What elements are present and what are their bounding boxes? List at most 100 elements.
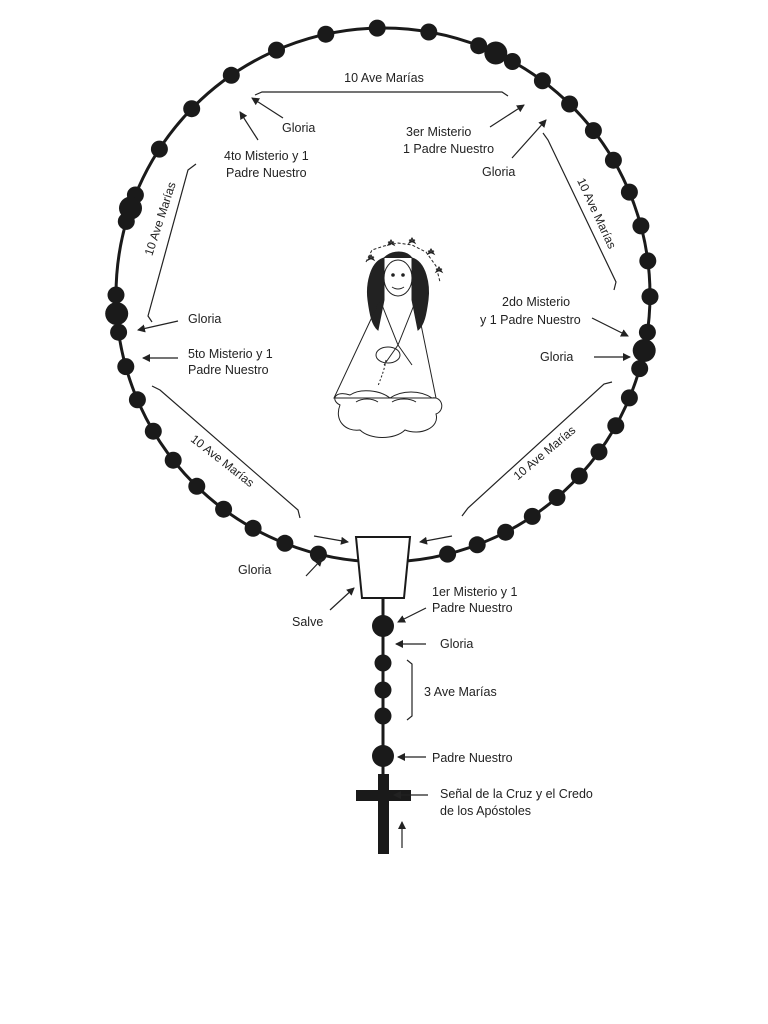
pendant-bead-padre-nuestro xyxy=(372,745,394,767)
arrow-gloria-5 xyxy=(137,320,179,333)
label-gloria-1: Gloria xyxy=(238,563,271,577)
loop-bead-ave xyxy=(188,477,206,495)
label-three-ave: 3 Ave Marías xyxy=(424,685,497,699)
arrow-salve xyxy=(329,587,355,611)
brace-left-upper-ave xyxy=(147,163,197,323)
loop-bead-ave xyxy=(150,140,168,158)
loop-bead-ave xyxy=(631,360,649,378)
loop-beads xyxy=(105,19,659,563)
label-misterio-5-line1: 5to Misterio y 1 xyxy=(188,347,273,361)
loop-bead-ave xyxy=(215,500,233,518)
label-right-lower-ave: 10 Ave Marías xyxy=(511,423,579,483)
arrow-misterio-2 xyxy=(591,317,629,337)
pendant-bead-ave xyxy=(374,707,392,725)
label-padre-nuestro: Padre Nuestro xyxy=(432,751,513,765)
brackets xyxy=(147,91,617,721)
label-misterio-3-line2: 1 Padre Nuestro xyxy=(403,142,494,156)
loop-bead-ave xyxy=(268,41,285,59)
loop-bead-ave xyxy=(639,252,657,270)
loop-bead-ave xyxy=(420,23,438,41)
label-cruz-line1: Señal de la Cruz y el Credo xyxy=(440,787,593,801)
loop-bead-ave xyxy=(503,53,521,70)
arrow-misterio-1 xyxy=(397,607,427,623)
loop-bead-ave xyxy=(309,545,327,563)
pendant-bead-ave xyxy=(374,654,392,672)
arrow-gloria-3 xyxy=(511,119,547,159)
loop-bead-ave xyxy=(468,536,486,554)
arrow-misterio-4 xyxy=(239,111,259,141)
arrow-loop-left xyxy=(313,535,349,545)
loop-bead-ave xyxy=(584,122,602,140)
arrow-gloria-1 xyxy=(305,558,323,577)
label-top-ave: 10 Ave Marías xyxy=(344,71,424,85)
loop-bead-ave xyxy=(368,19,386,37)
arrow-gloria-4 xyxy=(251,97,284,119)
cross-icon xyxy=(356,774,411,854)
loop-bead-ave xyxy=(244,519,262,537)
label-gloria-4: Gloria xyxy=(282,121,315,135)
loop-bead-ave xyxy=(604,151,622,169)
loop-bead-ave xyxy=(533,72,551,90)
pendant-bead-misterio-1 xyxy=(372,615,394,637)
label-gloria-2: Gloria xyxy=(540,350,573,364)
label-misterio-5-line2: Padre Nuestro xyxy=(188,363,269,377)
loop-bead-misterio xyxy=(484,41,508,65)
loop-bead-ave xyxy=(276,534,294,552)
brace-right-upper-ave xyxy=(542,132,617,291)
loop-bead-ave xyxy=(222,66,240,84)
label-misterio-3-line1: 3er Misterio xyxy=(406,125,471,139)
arrows xyxy=(137,97,631,848)
loop-bead-ave xyxy=(523,507,541,525)
loop-bead-ave xyxy=(561,95,579,113)
label-right-upper-ave: 10 Ave Marías xyxy=(574,176,619,251)
brace-left-lower-ave xyxy=(151,385,301,519)
label-cruz-line2: de los Apóstoles xyxy=(440,804,531,818)
label-salve: Salve xyxy=(292,615,323,629)
loop-bead-ave xyxy=(107,286,125,304)
loop-bead-ave xyxy=(470,37,488,55)
loop-bead-ave xyxy=(641,288,659,306)
brace-top-ave xyxy=(254,91,509,97)
loop-bead-ave xyxy=(632,217,650,235)
arrow-misterio-3 xyxy=(489,104,525,128)
loop-bead-ave xyxy=(110,323,128,341)
arrow-loop-right xyxy=(419,535,453,545)
brace-right-lower-ave xyxy=(461,381,613,517)
label-gloria-5: Gloria xyxy=(188,312,221,326)
pendant-beads xyxy=(372,615,394,767)
loop-bead-ave xyxy=(117,358,135,376)
loop-bead-misterio xyxy=(632,339,656,362)
loop-bead-ave xyxy=(439,545,457,563)
virgin-mary-drawing-icon xyxy=(333,237,444,438)
label-gloria-pendant: Gloria xyxy=(440,637,473,651)
label-misterio-2-line1: 2do Misterio xyxy=(502,295,570,309)
rosary-centerpiece-icon xyxy=(354,536,412,599)
loop-bead-ave xyxy=(144,422,162,440)
loop-bead-ave xyxy=(570,467,588,485)
label-misterio-4-line1: 4to Misterio y 1 xyxy=(224,149,309,163)
label-misterio-4-line2: Padre Nuestro xyxy=(226,166,307,180)
loop-bead-ave xyxy=(317,25,335,43)
loop-bead-ave xyxy=(497,523,515,541)
loop-bead-ave xyxy=(620,389,638,407)
label-left-upper-ave: 10 Ave Marías xyxy=(142,180,179,257)
loop-bead-ave xyxy=(607,417,625,435)
loop-bead-ave xyxy=(164,451,182,469)
loop-bead-ave xyxy=(590,443,608,461)
labels: 10 Ave Marías Gloria 4to Misterio y 1 Pa… xyxy=(142,71,619,818)
label-misterio-1-line2: Padre Nuestro xyxy=(432,601,513,615)
loop-bead-misterio xyxy=(105,302,129,326)
loop-bead-ave xyxy=(183,100,201,118)
label-misterio-2-line2: y 1 Padre Nuestro xyxy=(480,313,581,327)
pendant-bead-ave xyxy=(374,681,392,699)
loop-bead-misterio xyxy=(119,196,142,220)
loop-bead-ave xyxy=(128,391,146,409)
loop-bead-ave xyxy=(548,489,566,506)
label-gloria-3: Gloria xyxy=(482,165,515,179)
label-misterio-1-line1: 1er Misterio y 1 xyxy=(432,585,517,599)
brace-three-ave xyxy=(406,659,413,721)
loop-bead-ave xyxy=(638,323,656,341)
loop-bead-ave xyxy=(620,183,638,201)
